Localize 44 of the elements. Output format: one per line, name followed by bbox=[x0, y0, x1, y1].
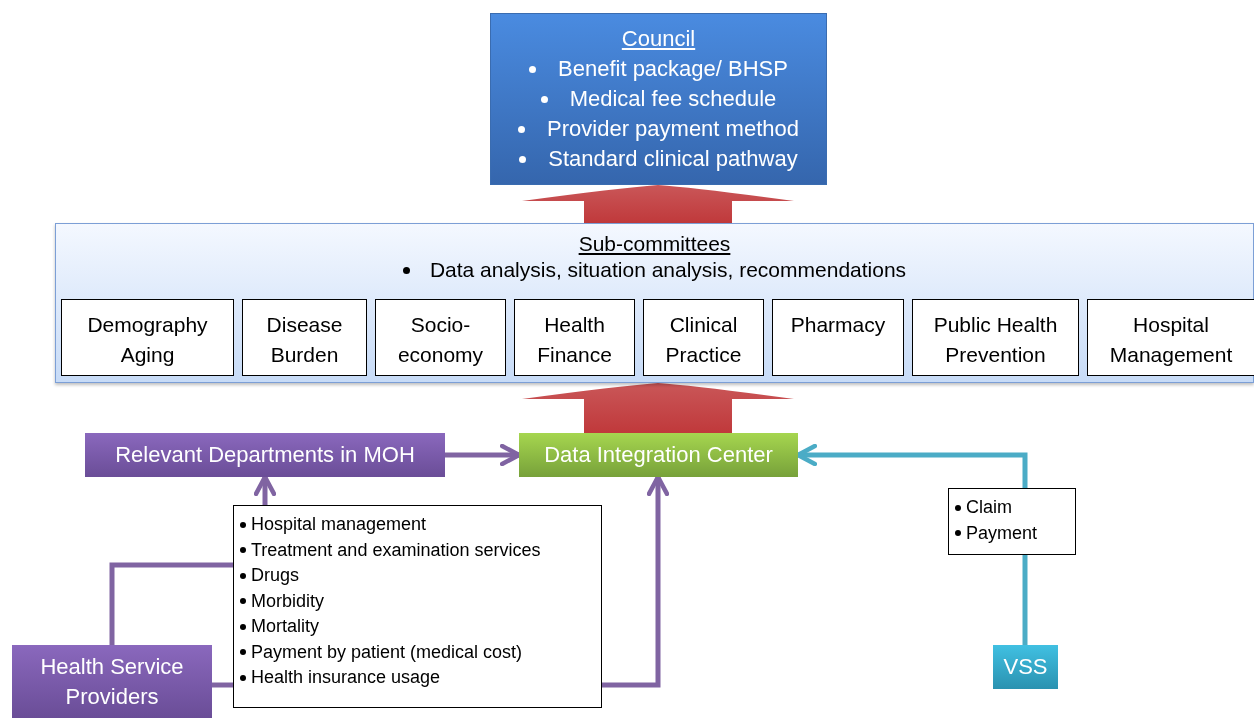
label: Data Integration Center bbox=[544, 442, 773, 468]
data-list-box bbox=[948, 488, 1076, 555]
label: Pharmacy bbox=[790, 312, 886, 338]
topic-box bbox=[514, 299, 635, 376]
label: Hospital Management bbox=[1108, 312, 1234, 369]
label: Clinical Practice bbox=[664, 312, 743, 369]
source-box bbox=[85, 433, 445, 477]
data-list-box bbox=[233, 505, 602, 708]
bullet-item: Hospital management bbox=[240, 512, 595, 538]
topic-box bbox=[242, 299, 367, 376]
source-box bbox=[12, 645, 212, 718]
topic-box bbox=[375, 299, 506, 376]
bullet-item: Health insurance usage bbox=[240, 665, 595, 691]
label: Disease Burden bbox=[265, 312, 344, 369]
bullet-item: Medical fee schedule bbox=[540, 86, 777, 112]
topic-box bbox=[1087, 299, 1254, 376]
topic-box bbox=[912, 299, 1079, 376]
heading: Sub-committees bbox=[578, 232, 731, 256]
committee-panel bbox=[55, 223, 1254, 383]
label: Public Health Prevention bbox=[932, 312, 1059, 369]
label: Socio-economy bbox=[396, 312, 485, 369]
center-box bbox=[519, 433, 798, 477]
topic-box bbox=[643, 299, 764, 376]
label: VSS bbox=[1003, 654, 1048, 680]
topic-box bbox=[772, 299, 904, 376]
source-box bbox=[993, 645, 1058, 689]
label: Health Service Providers bbox=[39, 652, 185, 711]
bullet-item: Benefit package/ BHSP bbox=[529, 56, 788, 82]
bullet-item: Treatment and examination services bbox=[240, 537, 595, 563]
bullet-item: Standard clinical pathway bbox=[519, 146, 798, 172]
label: Relevant Departments in MOH bbox=[115, 441, 415, 470]
topic-box bbox=[61, 299, 234, 376]
bullet-item: Morbidity bbox=[240, 588, 595, 614]
bullet-item: Drugs bbox=[240, 563, 595, 589]
bullet-item: Payment bbox=[955, 520, 1069, 546]
bullet-item: Payment by patient (medical cost) bbox=[240, 639, 595, 665]
bullet-item: Claim bbox=[955, 495, 1069, 521]
bullet-item: Data analysis, situation analysis, recommendations bbox=[402, 258, 907, 282]
heading: Council bbox=[621, 26, 696, 52]
bullet-item: Mortality bbox=[240, 614, 595, 640]
bullet-item: Provider payment method bbox=[518, 116, 799, 142]
label: Health Finance bbox=[536, 312, 613, 369]
council-box bbox=[490, 13, 827, 185]
label: Demography Aging bbox=[86, 312, 209, 369]
